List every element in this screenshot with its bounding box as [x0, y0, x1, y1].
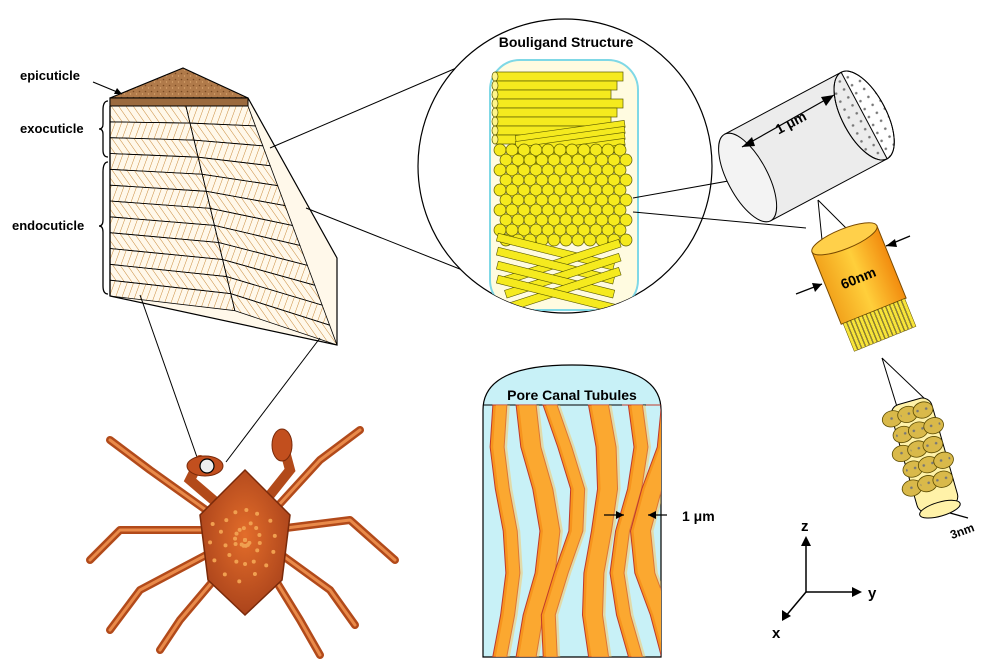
axis-y-label: y [868, 585, 877, 602]
rod-end [492, 72, 498, 81]
nanofibril-width-marker [950, 513, 968, 518]
rod-end [492, 117, 498, 126]
cuticle-block [110, 68, 337, 345]
rod-cross-section [620, 234, 632, 246]
fiber-cylinder [707, 62, 907, 230]
endocuticle-label: endocuticle [12, 218, 84, 233]
crab-spine [238, 528, 242, 532]
rod-end [492, 126, 498, 135]
epicuticle-front-face [110, 98, 248, 106]
fibril-arrowhead-left [812, 283, 822, 292]
epicuticle-label: epicuticle [20, 68, 80, 83]
crab-spine [242, 526, 246, 530]
crab-spine [257, 533, 261, 537]
crab-spine [233, 510, 237, 514]
crab-spine [264, 563, 268, 567]
crab-spine [223, 572, 227, 576]
zoom-line-fibril-right [818, 200, 848, 230]
crab-spine [227, 553, 231, 557]
pore-canal-title: Pore Canal Tubules [507, 387, 637, 403]
axis-z-arrowhead [801, 536, 811, 546]
crab-spine [233, 537, 237, 541]
crab-spine [252, 560, 256, 564]
zoom-line-crab-left [140, 295, 198, 460]
crab-illustration [90, 429, 395, 655]
fibril-arrowhead-right [886, 239, 897, 247]
axis-x-label: x [772, 625, 781, 642]
crab-leg-highlight [110, 440, 220, 520]
zoom-line-fibril-left [818, 200, 822, 240]
crab-spine [237, 579, 241, 583]
lamella-side [186, 106, 256, 126]
pore-canal-panel: Pore Canal Tubules [483, 365, 685, 657]
crab-spine [249, 521, 253, 525]
crab-spine [211, 522, 215, 526]
exocuticle-brace [99, 101, 108, 157]
crab-spine [254, 526, 258, 530]
axis-z-label: z [801, 518, 809, 535]
axis-y-arrowhead [852, 587, 862, 597]
coordinate-axes: z y x [772, 518, 877, 642]
rod-cross-section [584, 234, 596, 246]
bouligand-title: Bouligand Structure [499, 34, 634, 50]
crab-spine [234, 542, 238, 546]
endocuticle-brace [99, 162, 108, 294]
epicuticle-top-face [110, 68, 248, 98]
rod-end [492, 90, 498, 99]
crab-spine [243, 538, 247, 542]
rod [495, 99, 623, 108]
bouligand-circle: Bouligand Structure [418, 19, 712, 313]
crab-spine [224, 518, 228, 522]
crab-spine [243, 562, 247, 566]
exocuticle-label: exocuticle [20, 121, 84, 136]
axis-x-line [785, 592, 806, 617]
rod-cross-section [572, 234, 584, 246]
crab-spine [244, 508, 248, 512]
crab-spine [208, 540, 212, 544]
rod-cross-section [548, 234, 560, 246]
rod-end [492, 135, 498, 144]
crab-sample-spot [200, 459, 214, 473]
crab-spine [247, 541, 251, 545]
crab-spine [273, 534, 277, 538]
crab-spine [255, 512, 259, 516]
rod-end [492, 108, 498, 117]
crab-spine [224, 543, 228, 547]
tubule-spacing-label: 1 μm [682, 508, 715, 524]
nanofibril-label: 3nm [948, 520, 976, 542]
rod [495, 108, 617, 117]
rod [495, 90, 611, 99]
bouligand-rods-cross-section [494, 144, 632, 246]
rod [495, 72, 623, 81]
lamella-front [110, 106, 190, 123]
crab-spine [219, 530, 223, 534]
crab-spine [235, 532, 239, 536]
rod-end [492, 81, 498, 90]
crab-spine [268, 519, 272, 523]
crab-spine [255, 548, 259, 552]
crab-spine [258, 541, 262, 545]
nanofibril-bundle [879, 394, 968, 524]
rod-end [492, 99, 498, 108]
rod-cross-section [560, 234, 572, 246]
crab-spine [212, 558, 216, 562]
lamella-front [110, 122, 194, 140]
crab-spine [253, 572, 257, 576]
crab-claw-pincer-right [272, 429, 292, 461]
rod [495, 81, 617, 90]
crab-spine [234, 560, 238, 564]
crab-spine [271, 550, 275, 554]
